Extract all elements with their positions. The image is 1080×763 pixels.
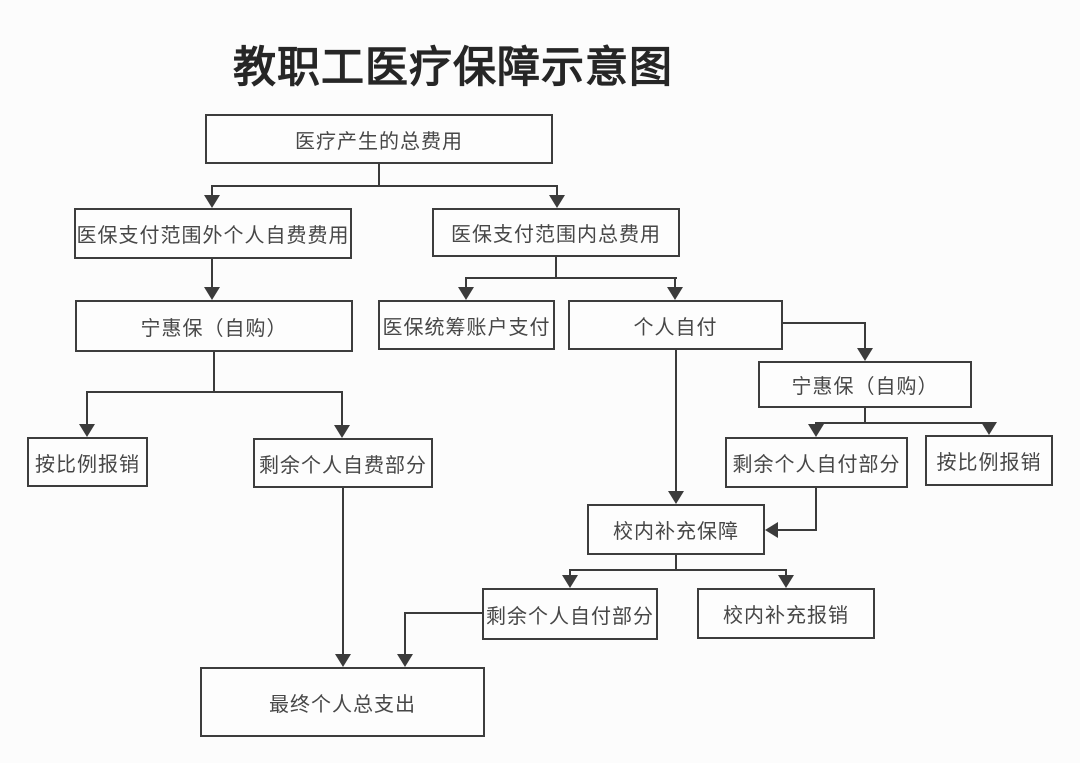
line-segment <box>342 488 344 656</box>
node-label: 按比例报销 <box>35 453 140 476</box>
node-label: 医疗产生的总费用 <box>295 130 463 153</box>
arrow-left-icon <box>765 522 778 538</box>
line-segment <box>815 422 991 424</box>
line-segment <box>556 185 558 197</box>
node-label: 剩余个人自费部分 <box>259 454 427 477</box>
arrow-down-icon <box>562 575 578 588</box>
line-segment <box>213 352 215 392</box>
line-segment <box>674 277 676 289</box>
node-label: 按比例报销 <box>936 452 1042 474</box>
arrow-down-icon <box>668 491 684 504</box>
line-segment <box>211 259 213 289</box>
node-personal-self-pay: 个人自付 <box>568 300 783 350</box>
node-label: 医保支付范围外个人自费费用 <box>76 225 350 247</box>
arrow-down-icon <box>667 287 683 300</box>
node-label: 宁惠保（自购） <box>791 376 939 398</box>
line-segment <box>404 612 406 656</box>
arrow-down-icon <box>397 654 413 667</box>
arrow-down-icon <box>79 424 95 437</box>
line-segment <box>778 529 817 531</box>
node-campus-reimburse: 校内补充报销 <box>697 588 875 639</box>
arrow-down-icon <box>458 287 474 300</box>
node-label: 校内补充保障 <box>613 521 739 543</box>
line-segment <box>675 555 677 571</box>
arrow-down-icon <box>204 195 220 208</box>
arrow-down-icon <box>204 287 220 300</box>
node-proportional-reimburse-left: 按比例报销 <box>27 437 148 487</box>
arrow-down-icon <box>808 424 824 437</box>
node-total-cost: 医疗产生的总费用 <box>205 114 553 164</box>
line-segment <box>378 163 380 186</box>
diagram-title: 教职工医疗保障示意图 <box>233 44 673 92</box>
node-final-total: 最终个人总支出 <box>200 667 485 737</box>
node-ninghuibao-right: 宁惠保（自购） <box>758 361 972 408</box>
line-segment <box>341 391 343 427</box>
node-remaining-self-pay-bottom: 剩余个人自付部分 <box>482 588 658 640</box>
node-ninghuibao-left: 宁惠保（自购） <box>75 300 353 352</box>
arrow-down-icon <box>549 195 565 208</box>
node-pooled-account-pay: 医保统筹账户支付 <box>378 300 555 350</box>
node-proportional-reimburse-right: 按比例报销 <box>925 435 1053 486</box>
line-segment <box>864 322 866 350</box>
node-inside-scope-total: 医保支付范围内总费用 <box>432 208 680 257</box>
line-segment <box>211 185 213 197</box>
arrow-down-icon <box>335 654 351 667</box>
line-segment <box>785 569 787 577</box>
line-segment <box>555 257 557 279</box>
line-segment <box>404 612 482 614</box>
arrow-down-icon <box>334 425 350 438</box>
line-segment <box>465 277 677 279</box>
node-campus-supplement: 校内补充保障 <box>587 504 765 555</box>
node-label: 宁惠保（自购） <box>140 317 288 340</box>
line-segment <box>211 185 558 187</box>
arrow-down-icon <box>981 422 997 435</box>
node-label: 个人自付 <box>633 316 718 339</box>
line-segment <box>465 277 467 289</box>
node-label: 医保统筹账户支付 <box>382 316 551 339</box>
arrow-down-icon <box>778 575 794 588</box>
line-segment <box>675 350 677 491</box>
line-segment <box>783 322 866 324</box>
node-remaining-self-fee: 剩余个人自费部分 <box>253 438 433 488</box>
node-outside-scope-self-fee: 医保支付范围外个人自费费用 <box>74 208 352 259</box>
node-remaining-self-pay-right: 剩余个人自付部分 <box>725 437 908 488</box>
node-label: 最终个人总支出 <box>269 693 416 716</box>
line-segment <box>569 569 571 577</box>
arrow-down-icon <box>857 348 873 361</box>
node-label: 剩余个人自付部分 <box>732 454 901 476</box>
node-label: 校内补充报销 <box>723 605 849 627</box>
node-label: 剩余个人自付部分 <box>486 605 654 628</box>
line-segment <box>864 408 866 424</box>
line-segment <box>86 391 343 393</box>
node-label: 医保支付范围内总费用 <box>451 224 661 246</box>
line-segment <box>86 391 88 427</box>
line-segment <box>815 488 817 531</box>
line-segment <box>569 569 787 571</box>
